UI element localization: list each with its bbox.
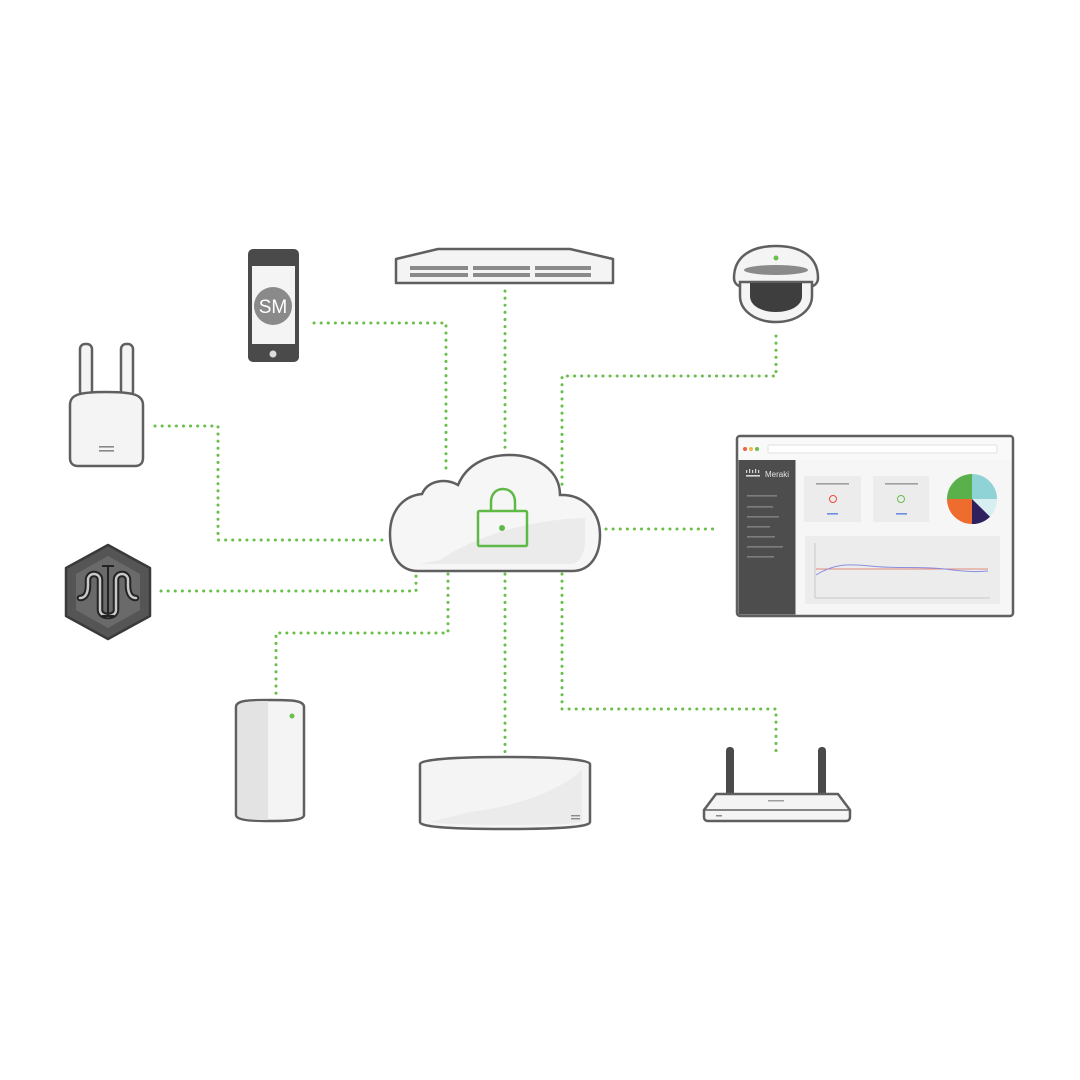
dome-camera-icon [732, 244, 820, 324]
link-sensor [274, 572, 450, 701]
wireless-router-icon [702, 747, 852, 823]
link-router [560, 572, 778, 759]
dashboard-pie-icon [947, 474, 998, 525]
dashboard-window-icon: Meraki [735, 434, 1015, 618]
cloud-lock-icon [388, 453, 602, 573]
cisco-logo-mark [746, 469, 760, 477]
mobile-phone-icon: SM [248, 249, 299, 362]
link-gateway [153, 424, 388, 542]
link-phone [312, 321, 448, 472]
environment-sensor-icon [234, 698, 306, 823]
wireless-access-point-icon [418, 755, 592, 831]
link-camera [560, 334, 778, 492]
cloud-highlight [420, 518, 585, 564]
network-switch-icon [394, 247, 615, 285]
cellular-gateway-icon [68, 342, 145, 468]
connection-links [153, 289, 778, 759]
phone-sm-label: SM [259, 297, 288, 318]
hexagon-sensor-icon [64, 543, 152, 641]
link-hex-sensor [159, 572, 418, 593]
dashboard-brand: Meraki [765, 470, 789, 479]
lock-shackle [489, 487, 517, 511]
lock-keyhole [499, 525, 505, 531]
lock-body [476, 509, 529, 548]
